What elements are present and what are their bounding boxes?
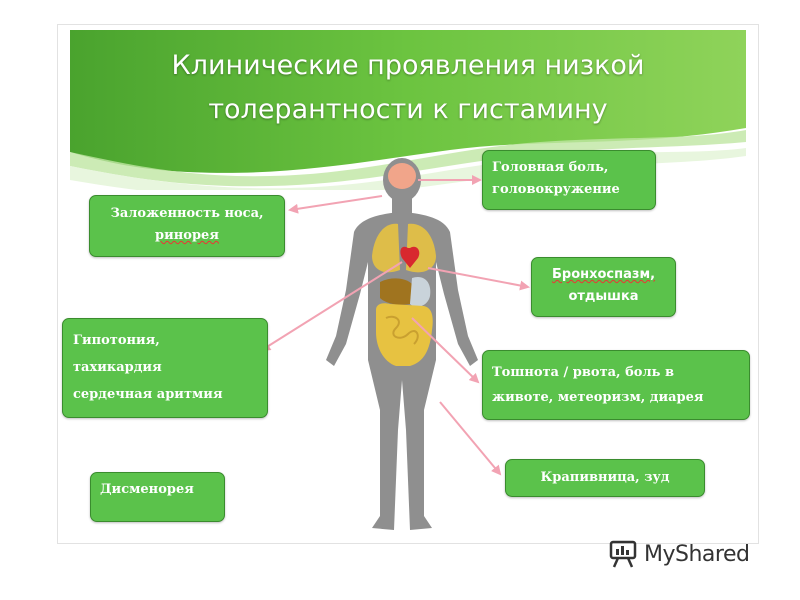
intestines-icon — [376, 303, 433, 366]
symptom-dysmenorrhea-line-1: Дисменорея — [100, 482, 194, 497]
symptom-dysmenorrhea: Дисменорея — [90, 472, 225, 522]
watermark: MyShared — [608, 536, 750, 572]
symptom-nasal-line-2: ринорея — [155, 228, 219, 243]
liver-icon — [380, 278, 412, 305]
symptom-headache-line-2: головокружение — [492, 182, 620, 197]
page-title: Клинические проявления низкой толерантно… — [70, 44, 746, 132]
connector-arrows — [260, 175, 530, 476]
symptom-headache-line-1: Головная боль, — [492, 160, 609, 175]
presentation-board-icon — [609, 540, 637, 568]
symptom-gastro: Тошнота / рвота, боль в животе, метеориз… — [482, 350, 750, 420]
arrow-hypotension — [260, 261, 403, 352]
arrow-nasal — [288, 195, 383, 214]
arrow-bronchospasm — [427, 267, 530, 291]
symptom-headache: Головная боль, головокружение — [482, 150, 656, 210]
symptom-gastro-line-2: животе, метеоризм, диарея — [492, 390, 704, 405]
symptom-bronchospasm: Бронхоспазм, отдышка — [531, 257, 676, 317]
symptom-urticaria-line-1: Крапивница, зуд — [540, 470, 670, 485]
symptom-hypotension: Гипотония, тахикардия сердечная аритмия — [62, 318, 268, 418]
arrow-gastro — [411, 317, 480, 384]
symptom-nasal-line-1: Заложенность носа, — [110, 206, 264, 221]
brain-icon — [388, 163, 416, 189]
symptom-hypotension-line-3: сердечная аритмия — [73, 387, 223, 402]
symptom-hypotension-line-1: Гипотония, — [73, 333, 160, 348]
title-line-1: Клинические проявления низкой — [171, 50, 645, 81]
stomach-icon — [410, 276, 431, 307]
symptom-nasal: Заложенность носа, ринорея — [89, 195, 285, 257]
watermark-text: MyShared — [644, 541, 750, 567]
symptom-gastro-line-1: Тошнота / рвота, боль в — [492, 365, 674, 380]
title-line-2: толерантности к гистамину — [208, 94, 608, 125]
heart-icon — [400, 246, 420, 268]
symptom-bronchospasm-line-2: отдышка — [568, 289, 639, 304]
symptom-bronchospasm-line-1: Бронхоспазм, — [551, 267, 656, 282]
arrow-urticaria — [439, 401, 502, 476]
symptom-hypotension-line-2: тахикардия — [73, 360, 162, 375]
symptom-urticaria: Крапивница, зуд — [505, 459, 705, 497]
